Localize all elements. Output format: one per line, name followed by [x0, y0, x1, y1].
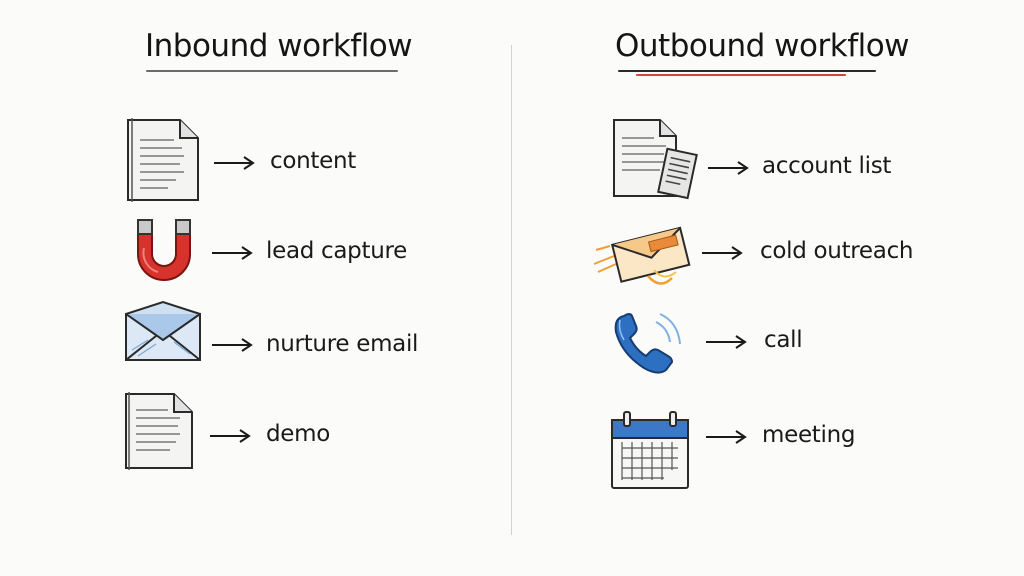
envelope-icon	[125, 300, 201, 361]
step-label: meeting	[762, 422, 856, 448]
arrow-icon	[212, 246, 253, 260]
document-icon	[127, 118, 199, 202]
arrow-icon	[702, 246, 743, 260]
arrow-icon	[706, 430, 747, 444]
inbound-title-underline	[146, 70, 398, 72]
magnet-icon	[137, 219, 191, 281]
arrow-icon	[212, 338, 253, 352]
outbound-title-underline	[618, 70, 876, 72]
column-divider	[511, 45, 512, 535]
flying-envelope-icon	[593, 226, 691, 285]
arrow-icon	[708, 161, 749, 175]
arrow-icon	[210, 429, 251, 443]
outbound-title-accent-underline	[636, 74, 846, 76]
phone-icon	[614, 313, 681, 374]
document-icon	[125, 392, 193, 470]
step-label: lead capture	[266, 238, 407, 264]
step-label: demo	[266, 421, 331, 447]
arrow-icon	[214, 156, 255, 170]
arrow-icon	[706, 335, 747, 349]
step-label: account list	[762, 153, 892, 179]
step-label: nurture email	[266, 331, 419, 357]
calendar-icon	[611, 411, 689, 489]
inbound-title: Inbound workflow	[145, 28, 413, 64]
step-label: call	[764, 327, 803, 353]
step-label: content	[270, 148, 356, 174]
outbound-title: Outbound workflow	[615, 28, 910, 64]
documents-stack-icon	[613, 119, 698, 200]
step-label: cold outreach	[760, 238, 914, 264]
